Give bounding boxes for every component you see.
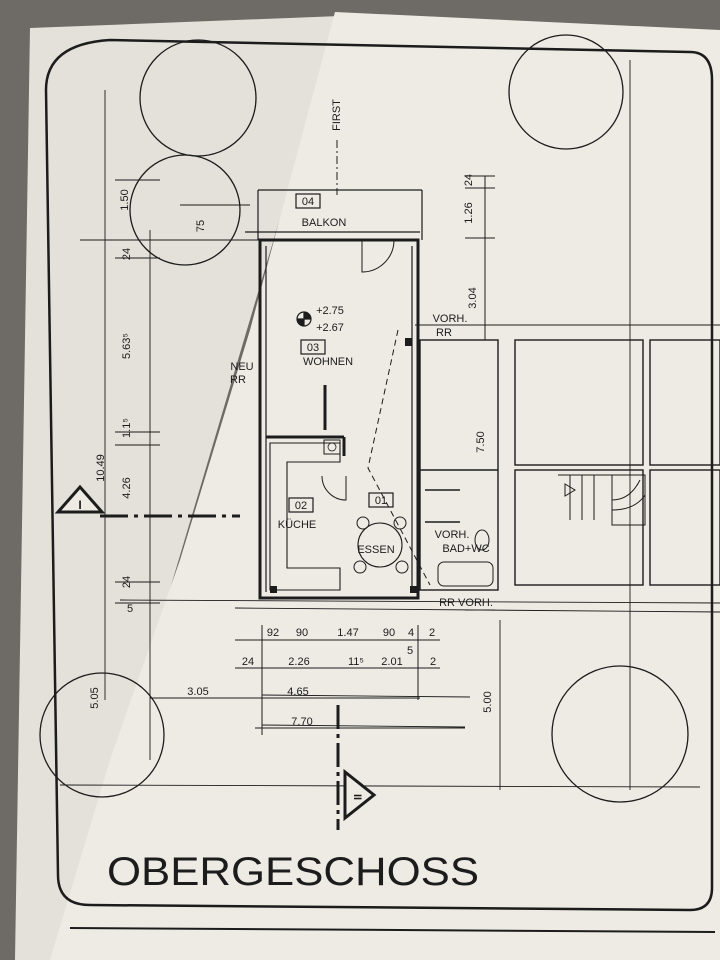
dimension-label: 10.49	[95, 454, 107, 482]
dimension-label: 5	[407, 645, 413, 657]
dimension-label: 75	[195, 220, 207, 232]
annotation-neu: NEU	[230, 361, 253, 373]
room-number-box	[300, 339, 326, 355]
bathtub	[437, 561, 494, 587]
annotation-rr: RR	[230, 374, 246, 386]
dimension-label: 1.26	[463, 202, 475, 223]
dimension-label: 1.1⁵	[121, 418, 133, 438]
level-value: +2.75	[316, 305, 344, 317]
tree-circle	[129, 154, 241, 266]
kitchen-sink	[323, 439, 341, 455]
annotation-vorh: VORH.	[433, 313, 468, 325]
tree-circle	[551, 665, 689, 803]
dimension-label: 7.50	[475, 431, 487, 452]
dimension-label: 1.50	[119, 189, 131, 210]
ridge-label: FIRST	[331, 99, 343, 131]
dimension-label: 4	[408, 627, 414, 639]
tree-circle	[508, 34, 624, 150]
dimension-ticks	[115, 179, 250, 604]
dimension-label: 24	[121, 248, 133, 260]
room-number-box	[368, 492, 394, 508]
dimension-label: 11⁵	[348, 656, 364, 668]
dimension-label: 3.04	[467, 287, 479, 308]
annotation-rr: RR	[436, 327, 452, 339]
room-name: KÜCHE	[278, 519, 317, 531]
section-marker-icon	[343, 768, 377, 822]
dimension-ticks	[465, 175, 495, 611]
door-swing	[361, 239, 395, 273]
dimension-label: 1.47	[337, 627, 358, 639]
dining-chairs	[353, 516, 409, 574]
dimension-label: 24	[242, 656, 254, 668]
tree-circle	[39, 672, 165, 798]
roof-line-dashed	[367, 329, 431, 586]
door-swing	[321, 475, 347, 501]
toilet	[474, 529, 490, 551]
dimension-label: 24	[121, 576, 133, 588]
section-marker-label: II	[351, 794, 363, 800]
staircase	[558, 474, 646, 526]
dimension-label: 90	[296, 627, 308, 639]
dimension-label: 4.65	[287, 686, 308, 698]
dimension-label: 2.01	[381, 656, 402, 668]
column-markers	[270, 338, 417, 593]
dimension-label: 5.05	[89, 687, 101, 708]
section-marker-icon	[54, 484, 106, 514]
dimension-label: 90	[383, 627, 395, 639]
dimension-label: 5.00	[482, 691, 494, 712]
site-lines	[59, 60, 720, 790]
neighbour-house	[419, 339, 720, 591]
room-number-box	[295, 193, 321, 209]
annotation-vorh: VORH.	[435, 529, 470, 541]
dimension-label: 2	[430, 656, 436, 668]
dimension-label: 2.26	[288, 656, 309, 668]
dining-table	[357, 522, 403, 568]
dimension-label: 5	[127, 603, 133, 615]
dimension-label: 3.05	[187, 686, 208, 698]
room-number: 03	[307, 342, 319, 354]
room-number: 04	[302, 196, 314, 208]
dimension-label: 92	[267, 627, 279, 639]
dimension-label: 24	[463, 174, 475, 186]
room-name: WOHNEN	[303, 356, 353, 368]
room-number: 02	[295, 500, 307, 512]
room-name: BALKON	[302, 217, 347, 229]
kitchen-sink	[327, 442, 337, 452]
stair-arrow	[564, 483, 576, 497]
level-marker-icon	[297, 312, 311, 326]
room-name: ESSEN	[357, 544, 394, 556]
dimension-lines	[150, 625, 465, 735]
room-number-box	[288, 497, 314, 513]
level-value: +2.67	[316, 322, 344, 334]
annotation-rr-vorh: RR VORH.	[439, 597, 493, 609]
balcony-outline	[245, 189, 423, 240]
frame-bottom-line	[69, 927, 716, 933]
dimension-label: 2	[429, 627, 435, 639]
drawing-frame	[44, 38, 714, 912]
house-walls	[258, 238, 420, 600]
drawing-title: OBERGESCHOSS	[107, 850, 479, 894]
room-name: BAD+WC	[442, 543, 489, 555]
dimension-label: 4.26	[121, 477, 133, 498]
dimension-label: 7.70	[291, 716, 312, 728]
section-marker-label: I	[78, 498, 81, 512]
dimension-label: 5.63⁵	[121, 333, 133, 359]
room-number: 01	[375, 495, 387, 507]
